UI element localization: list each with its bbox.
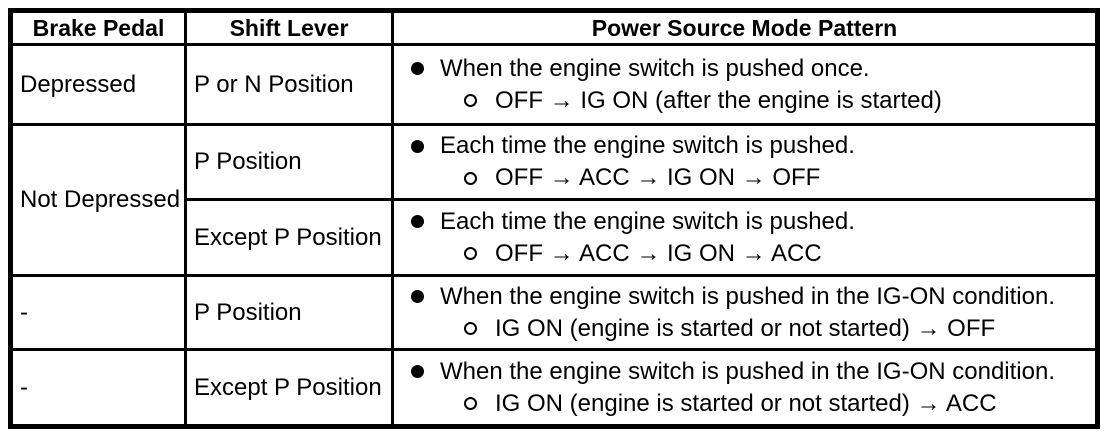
pattern-sub-text: OFF → ACC → IG ON → OFF	[495, 164, 821, 191]
pattern-sub-line: IG ON (engine is started or not started)…	[394, 313, 1095, 345]
open-circle-icon	[464, 94, 477, 107]
table-row: - P Position When the engine switch is p…	[9, 274, 1099, 351]
shift-lever-value: P or N Position	[194, 70, 354, 98]
pattern-sub-line: OFF → ACC → IG ON → ACC	[394, 238, 1095, 270]
table-row: - Except P Position When the engine swit…	[9, 348, 1099, 428]
table-row: Not Depressed P Position Each time the e…	[9, 123, 1099, 277]
column-header-brake-pedal: Brake Pedal	[9, 9, 187, 46]
pattern-main-text: Each time the engine switch is pushed.	[440, 207, 855, 235]
pattern-main-line: When the engine switch is pushed in the …	[394, 356, 1095, 388]
brake-pedal-cell: Not Depressed	[9, 123, 187, 277]
shift-lever-cell: P Position	[184, 123, 394, 201]
pattern-main-line: When the engine switch is pushed once.	[394, 53, 1095, 85]
brake-pedal-value: Depressed	[20, 70, 137, 98]
shift-lever-cell: Except P Position	[184, 198, 394, 277]
filled-circle-icon	[411, 290, 424, 303]
pattern-main-text: When the engine switch is pushed in the …	[440, 282, 1055, 310]
pattern-sub-text: IG ON (engine is started or not started)…	[495, 314, 996, 342]
pattern-main-line: Each time the engine switch is pushed.	[394, 130, 1095, 162]
pattern-cell: When the engine switch is pushed once. O…	[391, 43, 1099, 126]
shift-lever-value: P Position	[194, 298, 302, 326]
header-row: Brake Pedal Shift Lever Power Source Mod…	[9, 9, 1099, 46]
table-row: Except P Position Each time the engine s…	[11, 198, 1099, 277]
pattern-main-text: When the engine switch is pushed in the …	[440, 357, 1055, 385]
brake-pedal-value: -	[20, 298, 28, 326]
pattern-main-text: Each time the engine switch is pushed.	[440, 132, 855, 159]
open-circle-icon	[464, 322, 477, 335]
shift-lever-value: P Position	[194, 148, 302, 175]
shift-lever-cell: Except P Position	[184, 348, 394, 428]
pattern-sub-text: IG ON (engine is started or not started)…	[495, 389, 997, 417]
shift-lever-cell: P Position	[184, 274, 394, 351]
brake-pedal-value: Not Depressed	[20, 186, 181, 213]
pattern-main-line: Each time the engine switch is pushed.	[394, 206, 1095, 238]
shift-lever-cell: P or N Position	[184, 43, 394, 126]
open-circle-icon	[464, 171, 477, 185]
power-source-mode-table: Brake Pedal Shift Lever Power Source Mod…	[8, 8, 1100, 429]
pattern-cell: When the engine switch is pushed in the …	[391, 348, 1099, 428]
filled-circle-icon	[411, 62, 424, 75]
filled-circle-icon	[411, 365, 424, 378]
pattern-cell: Each time the engine switch is pushed. O…	[391, 198, 1099, 277]
pattern-cell: Each time the engine switch is pushed. O…	[391, 123, 1099, 201]
open-circle-icon	[464, 247, 477, 260]
pattern-sub-line: OFF → ACC → IG ON → OFF	[394, 162, 1095, 194]
open-circle-icon	[464, 397, 477, 410]
filled-circle-icon	[411, 215, 424, 228]
brake-pedal-cell: -	[9, 274, 187, 351]
pattern-main-text: When the engine switch is pushed once.	[440, 54, 870, 82]
brake-pedal-value: -	[20, 373, 28, 401]
filled-circle-icon	[411, 139, 424, 153]
pattern-sub-text: OFF → IG ON (after the engine is started…	[495, 86, 942, 114]
pattern-cell: When the engine switch is pushed in the …	[391, 274, 1099, 351]
shift-lever-value: Except P Position	[194, 223, 382, 251]
brake-pedal-cell: -	[9, 348, 187, 428]
shift-lever-value: Except P Position	[194, 373, 382, 401]
pattern-sub-line: OFF → IG ON (after the engine is started…	[394, 85, 1095, 117]
pattern-sub-text: OFF → ACC → IG ON → ACC	[495, 239, 822, 267]
column-header-shift-lever: Shift Lever	[184, 9, 394, 46]
brake-pedal-cell: Depressed	[9, 43, 187, 126]
pattern-sub-line: IG ON (engine is started or not started)…	[394, 388, 1095, 420]
table-row: Depressed P or N Position When the engin…	[9, 43, 1099, 126]
pattern-main-line: When the engine switch is pushed in the …	[394, 281, 1095, 313]
column-header-power-source-mode-pattern: Power Source Mode Pattern	[391, 9, 1099, 46]
